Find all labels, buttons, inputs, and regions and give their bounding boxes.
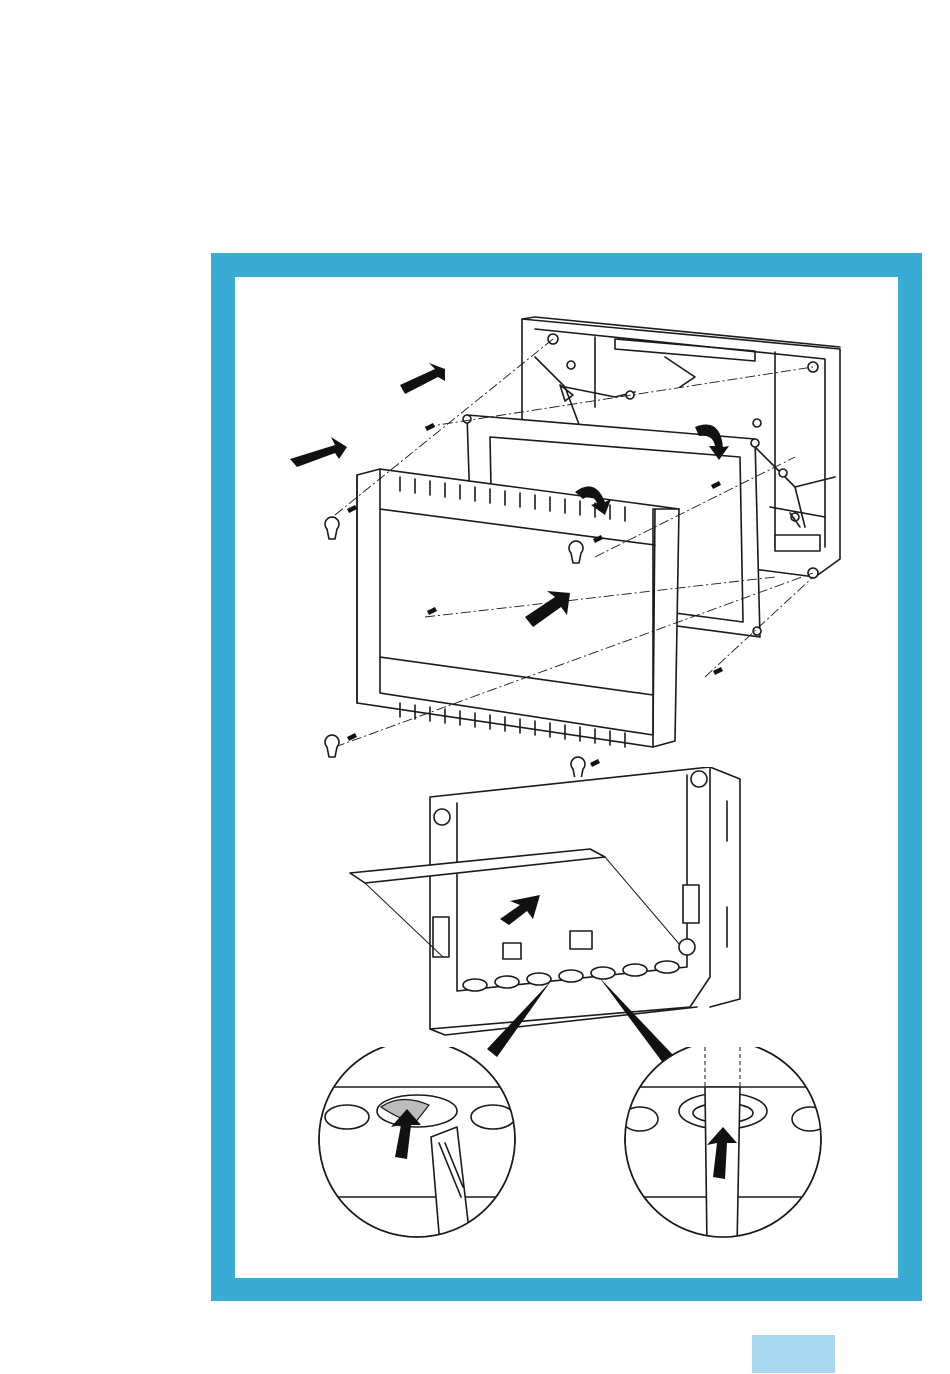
knockout-detail-diagrams — [235, 1047, 898, 1278]
knockout-detail-tool — [315, 1047, 525, 1257]
page-number-tab — [752, 1335, 835, 1373]
front-cover-removal-diagram — [235, 277, 898, 777]
lower-housing — [430, 767, 740, 1035]
cable-entry-knockouts-diagram — [235, 767, 898, 1067]
arrow-pull-left-1 — [400, 363, 445, 394]
illustration-frame — [211, 253, 922, 1301]
arrow-pull-left-2 — [290, 437, 347, 467]
front-frame — [357, 469, 679, 747]
knockout-detail-cable — [615, 1047, 835, 1247]
illustration-panel — [235, 277, 898, 1278]
